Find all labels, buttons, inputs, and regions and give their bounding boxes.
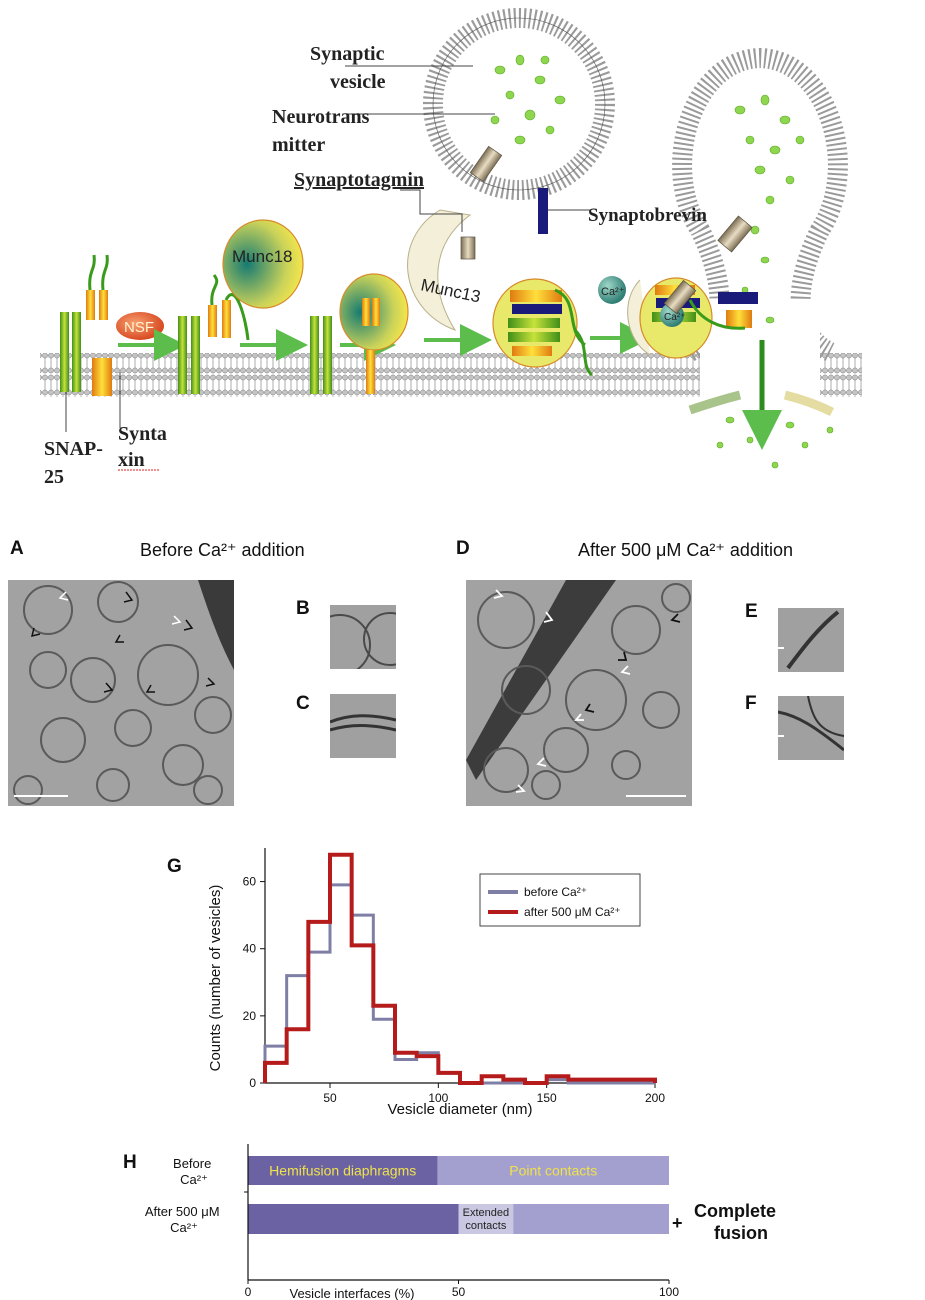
bar-row0-segment-1-label: Point contacts: [509, 1163, 597, 1179]
chart-g-xtick-label: 200: [645, 1091, 665, 1105]
panel-d-title: After 500 μM Ca²⁺ addition: [578, 540, 793, 560]
complete-fusion-line2: fusion: [714, 1223, 768, 1243]
chart-h-xtick-label: 0: [245, 1285, 252, 1299]
bar-row1-segment-2: [513, 1204, 669, 1234]
synaptic-vesicle-label: Synaptic vesicle: [310, 43, 389, 93]
calcium-ion: [598, 276, 626, 304]
snare-complex-2: [178, 274, 250, 394]
syntaxin-label: Synta xin: [118, 423, 172, 471]
chart-g-xlabel: Vesicle diameter (nm): [387, 1101, 532, 1118]
bar-row0-segment-0-label: Hemifusion diaphragms: [269, 1163, 416, 1179]
panel-d-label: D: [456, 538, 470, 559]
panel-c-label: C: [296, 693, 310, 714]
synaptic-vesicle-docking: [423, 8, 615, 200]
nsf-protein: [116, 312, 164, 340]
ca-bound-label: Ca²⁺: [664, 312, 685, 323]
munc13-protein: [407, 209, 472, 331]
stacked-bar-vesicle-interfaces: Hemifusion diaphragms Point contactsExten…: [145, 1144, 679, 1300]
bar-row0-segment-0: [248, 1156, 438, 1185]
chart-h-xtick-label: 50: [452, 1285, 466, 1299]
cryo-em-image-after: [466, 580, 692, 806]
panel-g-label: G: [167, 856, 182, 877]
legend-label-after: after 500 μM Ca²⁺: [524, 905, 621, 919]
munc18-protein: [222, 219, 304, 309]
snare-complex-3: [310, 316, 332, 394]
neurotransmitter-dots: [490, 54, 834, 469]
cryo-em-inset-b: [330, 605, 396, 669]
release-arrow-right: [783, 390, 835, 417]
bar-row1-segment-1: [458, 1204, 514, 1234]
cryo-em-inset-c: [330, 694, 396, 758]
snare-complex-1: [60, 254, 112, 396]
snare-fusion-schematic: NSF Munc18 Munc13: [40, 8, 862, 488]
legend-label-before: before Ca²⁺: [524, 885, 587, 899]
neurotransmitter-label: Neurotrans mitter: [272, 106, 374, 156]
release-arrow-left: [688, 390, 742, 415]
synaptotagmin-protein-1: [460, 145, 503, 260]
panel-b-label: B: [296, 598, 310, 619]
panel-a-title: Before Ca²⁺ addition: [140, 540, 305, 560]
panel-f-label: F: [745, 693, 757, 714]
chart-g-xtick-label: 50: [323, 1091, 337, 1105]
bar-row0-segment-1: [437, 1156, 669, 1185]
histogram-vesicle-diameter: 50 100 150 200 0 20 40 60 Vesicle diameter (nm)…: [207, 848, 665, 1118]
munc18-syntaxin-closed: [339, 273, 409, 394]
chart-g-ytick-label: 60: [243, 875, 257, 889]
series-after-ca: [263, 852, 657, 1085]
primed-snare-complex: [492, 278, 594, 377]
panel-e-label: E: [745, 601, 758, 622]
cryo-em-image-before: [8, 580, 234, 806]
chart-h-xlabel: Vesicle interfaces (%): [290, 1286, 415, 1300]
chart-h-row1-label: After 500 μM Ca²⁺: [145, 1204, 223, 1235]
plus-sign: +: [672, 1213, 683, 1233]
complete-fusion-line1: Complete: [694, 1201, 777, 1221]
chart-g-xtick-label: 150: [537, 1091, 557, 1105]
ca-free-label: Ca²⁺: [601, 286, 625, 298]
munc18-label: Munc18: [232, 247, 292, 266]
chart-h-row0-label: Before Ca²⁺: [173, 1156, 215, 1187]
chart-g-xtick-label: 100: [428, 1091, 448, 1105]
snap25-label: SNAP- 25: [44, 438, 108, 488]
panel-h-label: H: [123, 1152, 137, 1173]
fusion-snare-complex: Ca²⁺: [627, 215, 758, 359]
chart-g-ylabel: Counts (number of vesicles): [207, 885, 224, 1072]
synaptotagmin-label: Synaptotagmin: [294, 169, 424, 191]
chart-g-ytick-label: 20: [243, 1009, 257, 1023]
panel-a-label: A: [10, 538, 24, 559]
chart-g-ytick-label: 0: [249, 1076, 256, 1090]
chart-g-legend: [479, 873, 641, 927]
cryo-em-inset-e: [778, 608, 844, 672]
chart-g-ytick-label: 40: [243, 942, 257, 956]
synaptobrevin-label: Synaptobrevin: [588, 205, 707, 226]
chart-h-xtick-label: 100: [659, 1285, 679, 1299]
synaptobrevin-protein-1: [538, 188, 548, 234]
bar-row1-segment-0: [248, 1204, 459, 1234]
cryo-em-inset-f: [778, 696, 844, 760]
nsf-label: NSF: [124, 319, 154, 336]
